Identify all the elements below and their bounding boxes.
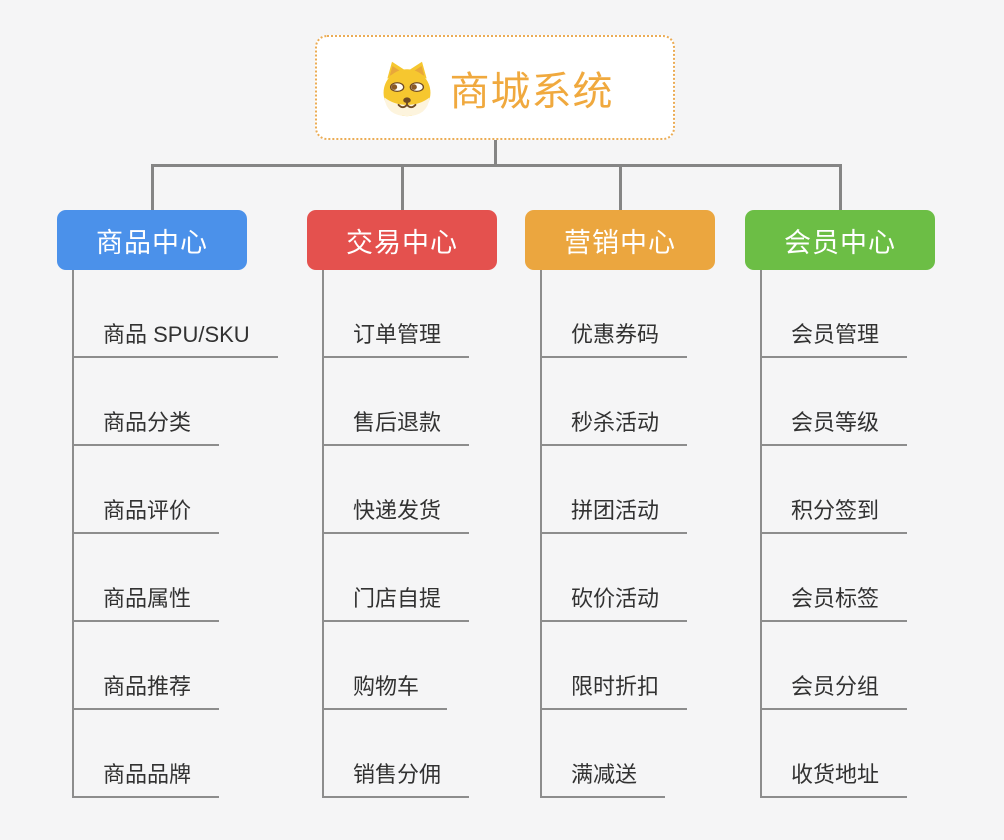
leaf-node[interactable]: 会员分组 <box>761 622 908 710</box>
root-title: 商城系统 <box>449 69 614 114</box>
leaf-list: 订单管理售后退款快递发货门店自提购物车销售分佣 <box>323 270 470 798</box>
branch-connector-line <box>540 270 542 798</box>
branch-column: 交易中心 订单管理售后退款快递发货门店自提购物车销售分佣 <box>307 210 567 798</box>
branch-column: 会员中心 会员管理会员等级积分签到会员标签会员分组收货地址 <box>745 210 1004 798</box>
connector-line <box>150 165 154 210</box>
connector-line <box>400 165 404 210</box>
root-node[interactable]: 商城系统 <box>315 35 675 140</box>
leaf-node[interactable]: 拼团活动 <box>541 446 688 534</box>
leaf-node[interactable]: 商品分类 <box>73 358 220 446</box>
leaf-node[interactable]: 积分签到 <box>761 446 908 534</box>
branch-node-product-center[interactable]: 商品中心 <box>57 210 247 270</box>
branch-label: 营销中心 <box>564 227 676 258</box>
branch-node-trade-center[interactable]: 交易中心 <box>307 210 497 270</box>
branch-node-marketing-center[interactable]: 营销中心 <box>525 210 715 270</box>
leaf-node[interactable]: 订单管理 <box>323 270 470 358</box>
leaf-node[interactable]: 销售分佣 <box>323 710 470 798</box>
leaf-node[interactable]: 商品评价 <box>73 446 220 534</box>
branch-node-member-center[interactable]: 会员中心 <box>745 210 935 270</box>
leaf-node[interactable]: 商品属性 <box>73 534 220 622</box>
leaf-list: 会员管理会员等级积分签到会员标签会员分组收货地址 <box>761 270 908 798</box>
leaf-node[interactable]: 售后退款 <box>323 358 470 446</box>
branch-column: 营销中心 优惠券码秒杀活动拼团活动砍价活动限时折扣满减送 <box>525 210 785 798</box>
dog-face-icon <box>383 61 430 116</box>
leaf-node[interactable]: 购物车 <box>323 622 448 710</box>
leaf-node[interactable]: 商品品牌 <box>73 710 220 798</box>
leaf-node[interactable]: 收货地址 <box>761 710 908 798</box>
leaf-list: 优惠券码秒杀活动拼团活动砍价活动限时折扣满减送 <box>541 270 688 798</box>
leaf-node[interactable]: 秒杀活动 <box>541 358 688 446</box>
connector-line <box>838 165 842 210</box>
branch-label: 会员中心 <box>784 227 896 258</box>
branch-connector-line <box>322 270 324 798</box>
leaf-node[interactable]: 砍价活动 <box>541 534 688 622</box>
branch-label: 商品中心 <box>96 227 208 258</box>
branch-connector-line <box>72 270 74 798</box>
leaf-node[interactable]: 会员等级 <box>761 358 908 446</box>
leaf-node[interactable]: 商品 SPU/SKU <box>73 270 278 358</box>
leaf-node[interactable]: 门店自提 <box>323 534 470 622</box>
connector-line <box>493 140 497 166</box>
leaf-node[interactable]: 限时折扣 <box>541 622 688 710</box>
branch-connector-line <box>760 270 762 798</box>
leaf-node[interactable]: 会员标签 <box>761 534 908 622</box>
leaf-node[interactable]: 会员管理 <box>761 270 908 358</box>
connector-line <box>618 165 622 210</box>
leaf-node[interactable]: 优惠券码 <box>541 270 688 358</box>
branch-label: 交易中心 <box>346 227 458 258</box>
leaf-node[interactable]: 满减送 <box>541 710 666 798</box>
leaf-node[interactable]: 快递发货 <box>323 446 470 534</box>
leaf-node[interactable]: 商品推荐 <box>73 622 220 710</box>
connector-line <box>150 164 842 167</box>
